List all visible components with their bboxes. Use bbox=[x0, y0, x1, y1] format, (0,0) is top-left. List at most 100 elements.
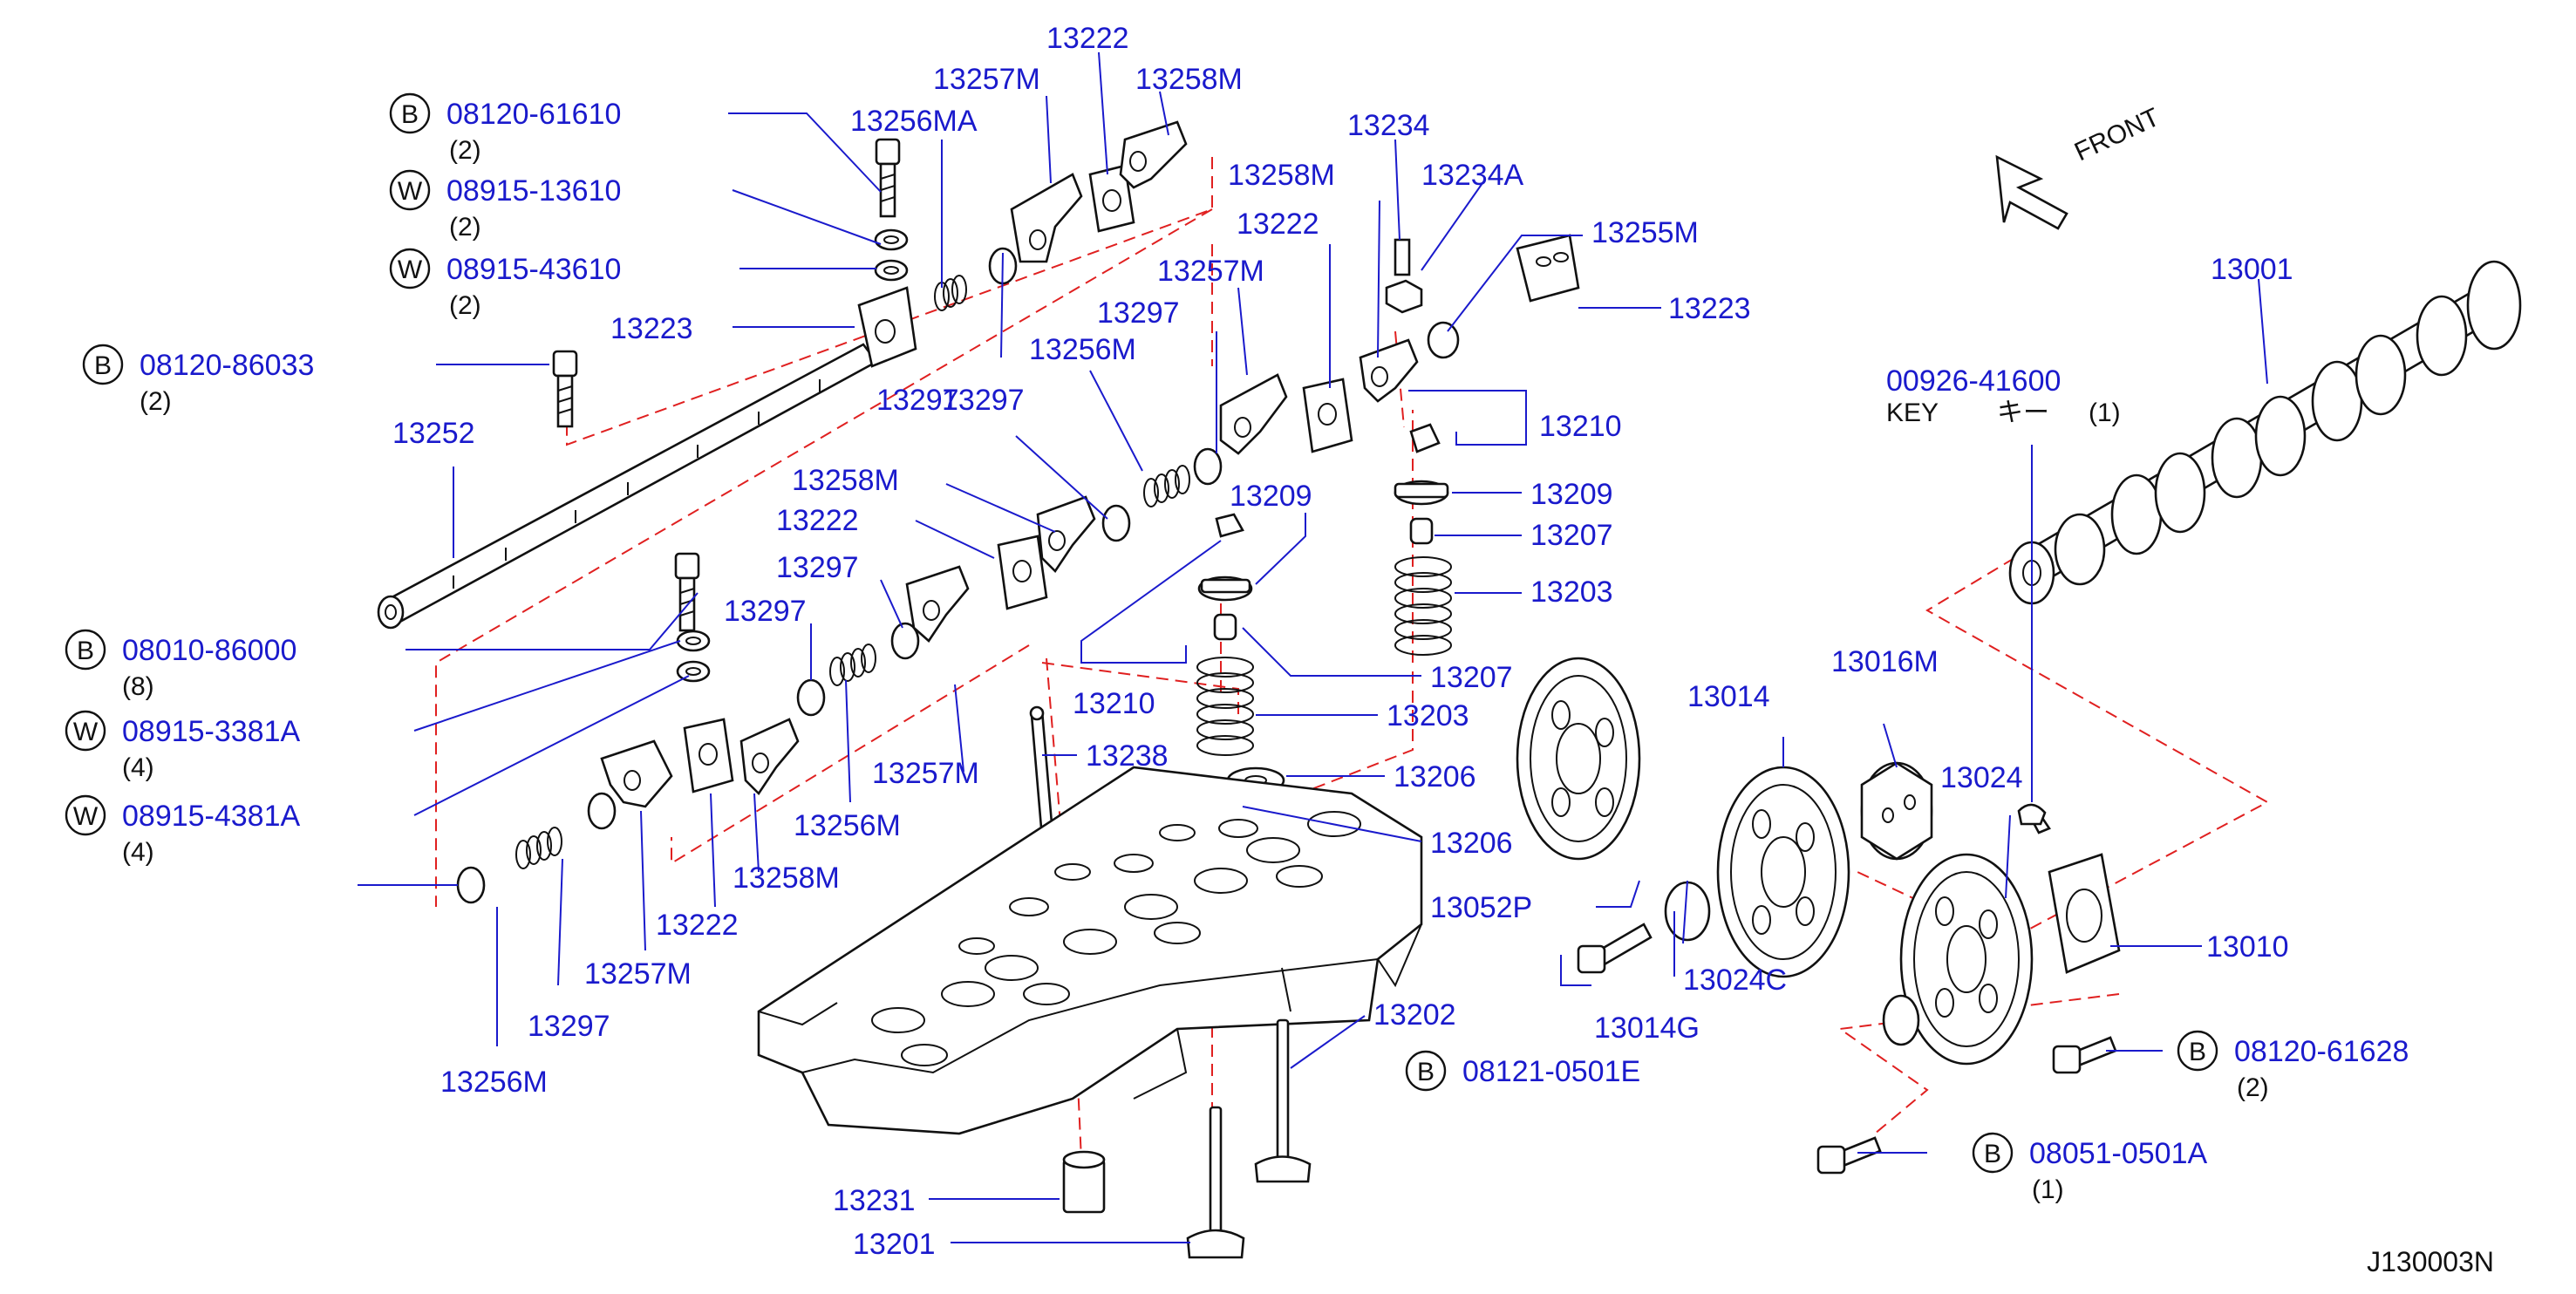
rocker-spring-icon bbox=[1143, 465, 1190, 507]
part-qty: (2) bbox=[2237, 1073, 2269, 1102]
part-qty: (1) bbox=[2032, 1175, 2064, 1204]
callout-c7: W 08915-4381A (4) bbox=[65, 794, 301, 867]
adjusting-screw-icon bbox=[1394, 238, 1411, 276]
key-jp-label: キー bbox=[1997, 398, 2049, 427]
part-label: 13297 bbox=[724, 595, 807, 628]
callout-prefix: W bbox=[398, 177, 423, 206]
part-labels: 13223 13252 13297 13256MA 13257M 13222 1… bbox=[392, 22, 2293, 1261]
leader-lines bbox=[358, 51, 2268, 1243]
callout-c1: B 08120-61610 (2) bbox=[389, 92, 621, 165]
part-label: 13257M bbox=[1157, 255, 1264, 288]
part-qty: (2) bbox=[449, 291, 481, 320]
bolt-icon bbox=[552, 350, 578, 428]
part-label: 13257M bbox=[933, 63, 1040, 96]
valve-lifter-icon bbox=[1062, 1150, 1106, 1214]
callout-c9: B 08120-61628 (2) bbox=[2177, 1030, 2409, 1102]
bolt-icon bbox=[674, 552, 700, 632]
callout-c10: B 08051-0501A (1) bbox=[1972, 1132, 2208, 1204]
valvetrain-small-parts bbox=[456, 120, 1580, 904]
part-label: 13210 bbox=[1539, 410, 1622, 443]
valves bbox=[1062, 1018, 1312, 1259]
part-label: 13052P bbox=[1430, 891, 1532, 924]
part-label: 13223 bbox=[610, 312, 693, 345]
callout-prefix: W bbox=[398, 255, 423, 284]
part-label: 13231 bbox=[833, 1184, 916, 1217]
part-label: 13014G bbox=[1594, 1011, 1700, 1045]
part-label: 13001 bbox=[2211, 253, 2293, 286]
part-label: 13206 bbox=[1394, 760, 1476, 793]
callout-c5: B 08010-86000 (8) bbox=[65, 629, 296, 701]
part-label: 13024C bbox=[1683, 964, 1787, 997]
part-label: 13297 bbox=[876, 384, 959, 417]
thrust-plate-icon bbox=[2048, 853, 2121, 974]
callout-prefix: B bbox=[1417, 1058, 1435, 1086]
part-label: 13252 bbox=[392, 417, 475, 450]
part-qty: (2) bbox=[140, 387, 172, 416]
bolt-icon bbox=[875, 138, 901, 218]
part-label: 13016M bbox=[1831, 645, 1939, 678]
part-qty: (4) bbox=[122, 838, 154, 867]
part-label: 13256M bbox=[794, 809, 901, 842]
flange-bolt-icon bbox=[2052, 1036, 2117, 1074]
rocker-spring-icon bbox=[829, 644, 876, 686]
part-label: 13222 bbox=[656, 909, 739, 942]
callout-prefix: B bbox=[94, 351, 112, 380]
cylinder-head bbox=[757, 766, 1423, 1135]
part-label: 13203 bbox=[1387, 699, 1469, 732]
rocker-arm-icon bbox=[739, 718, 800, 796]
rocker-bracket-icon bbox=[997, 535, 1048, 610]
rocker-bracket-icon bbox=[1516, 234, 1580, 303]
rocker-arm-icon bbox=[1010, 173, 1083, 263]
callout-c2: W 08915-13610 (2) bbox=[389, 169, 621, 242]
part-label: 13256M bbox=[1029, 333, 1136, 366]
part-label: 13223 bbox=[1668, 292, 1751, 325]
callout-prefix: B bbox=[2189, 1038, 2206, 1066]
part-number: 08915-43610 bbox=[446, 253, 621, 286]
part-number: 08051-0501A bbox=[2029, 1137, 2208, 1170]
flange-bolt-icon bbox=[1577, 923, 1653, 974]
part-label: 13258M bbox=[733, 862, 840, 895]
idler-shaft-icon bbox=[1860, 761, 1933, 861]
front-arrow: FRONT bbox=[1995, 103, 2164, 230]
valve-seal-icon bbox=[1213, 613, 1237, 641]
idler-gear-icon bbox=[1516, 657, 1641, 861]
spacer-icon bbox=[1882, 994, 1920, 1046]
rocker-bracket-icon bbox=[1302, 378, 1353, 453]
part-label: 13297 bbox=[776, 551, 859, 584]
part-qty: (2) bbox=[449, 213, 481, 242]
part-label: 13209 bbox=[1230, 480, 1312, 513]
callout-prefix: B bbox=[401, 100, 419, 129]
callout-prefix: B bbox=[1984, 1140, 2001, 1168]
thrust-washer-icon bbox=[587, 792, 617, 830]
part-number: 08915-3381A bbox=[122, 715, 301, 748]
part-label: 13207 bbox=[1430, 661, 1513, 694]
rocker-arm-icon bbox=[1219, 373, 1288, 455]
part-number: 08120-86033 bbox=[140, 349, 314, 382]
part-label: 13207 bbox=[1530, 519, 1613, 552]
valve-collet-icon bbox=[1409, 423, 1441, 453]
camshaft-gear-icon bbox=[1899, 853, 2034, 1066]
part-label: 13258M bbox=[792, 464, 899, 497]
rocker-bracket-icon bbox=[857, 286, 917, 368]
callout-prefix: W bbox=[73, 718, 99, 746]
part-label: 13238 bbox=[1086, 739, 1169, 773]
callout-c8: B 08121-0501E bbox=[1405, 1050, 1640, 1092]
part-number: 08010-86000 bbox=[122, 634, 296, 667]
part-label: 13257M bbox=[584, 957, 692, 991]
part-label: 13256M bbox=[440, 1066, 548, 1099]
exhaust-valve-icon bbox=[1186, 1106, 1245, 1259]
part-label: 13258M bbox=[1135, 63, 1243, 96]
part-label: 13222 bbox=[776, 504, 859, 537]
part-number: 08120-61610 bbox=[446, 98, 621, 131]
camshaft bbox=[2008, 260, 2522, 834]
part-label: 13202 bbox=[1373, 998, 1456, 1032]
rocker-arm-icon bbox=[1036, 495, 1096, 574]
thrust-washer-icon bbox=[890, 622, 920, 660]
bolts bbox=[552, 138, 2117, 1175]
part-qty: (2) bbox=[449, 136, 481, 165]
part-label: 13222 bbox=[1237, 208, 1319, 241]
part-label: 13209 bbox=[1530, 478, 1613, 511]
part-label: 13201 bbox=[853, 1228, 936, 1261]
callout-c6: W 08915-3381A (4) bbox=[65, 710, 301, 782]
part-number: 08120-61628 bbox=[2234, 1035, 2409, 1068]
